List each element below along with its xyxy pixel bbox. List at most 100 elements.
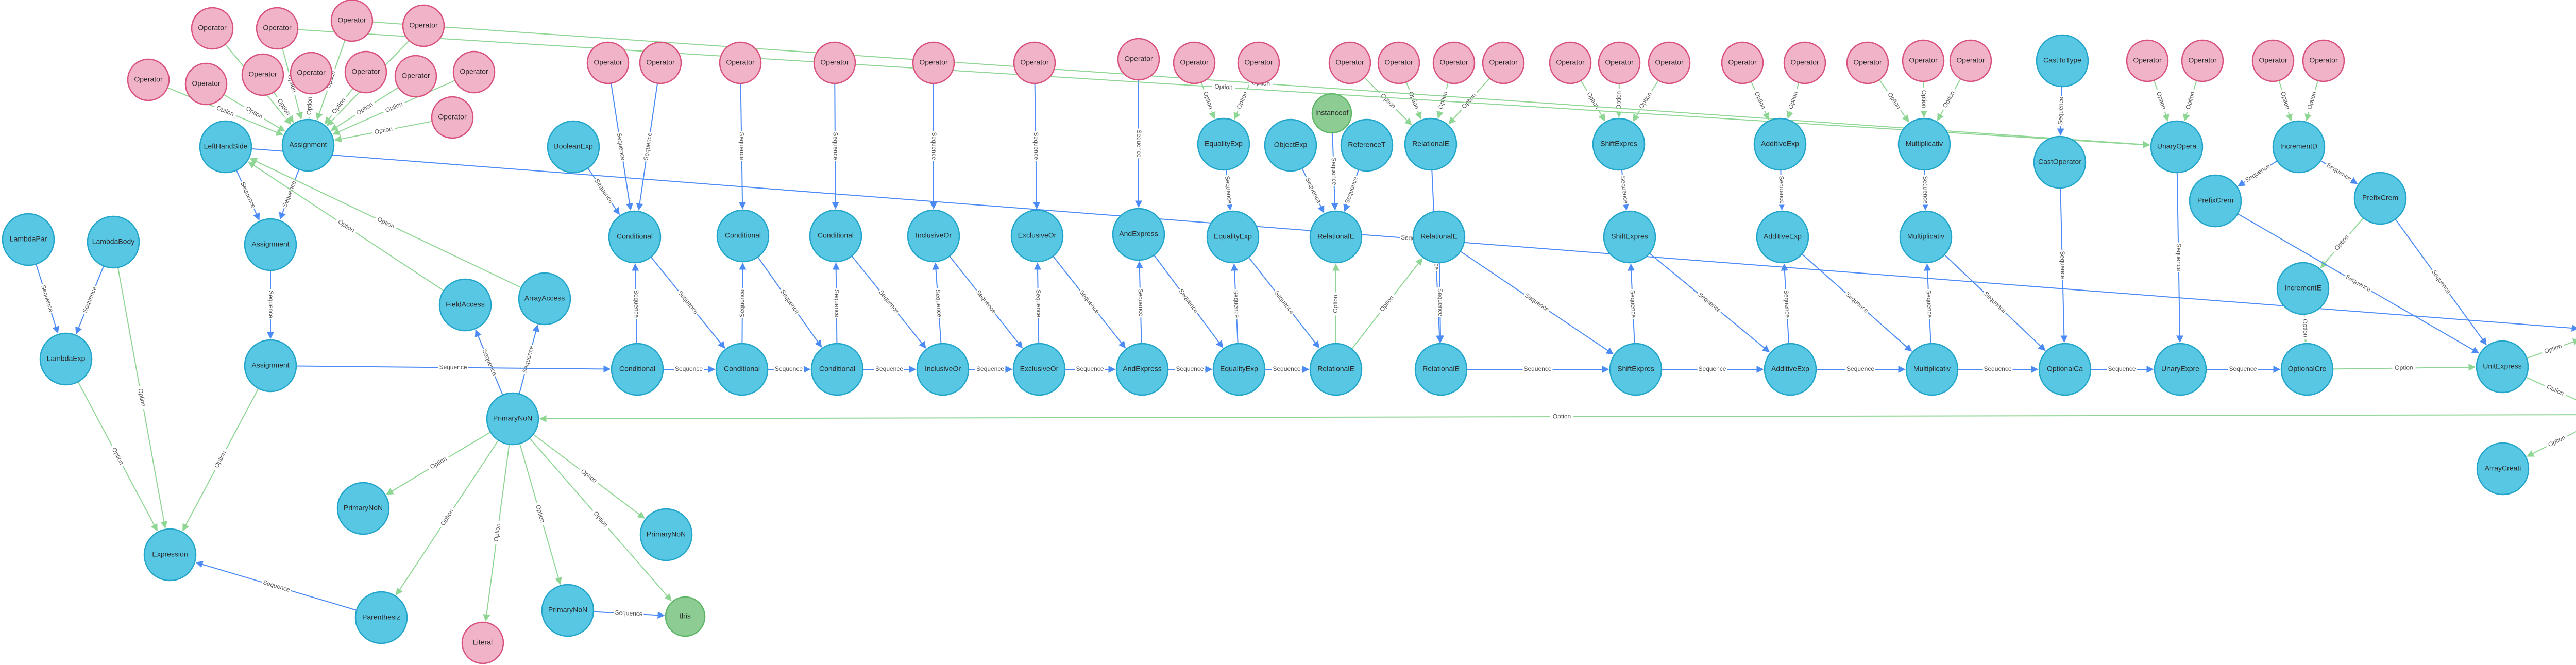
operator-node-circle[interactable] (1648, 41, 1691, 84)
node-c14[interactable]: EqualityExp (1206, 210, 1260, 264)
operator-node-circle[interactable] (191, 7, 234, 50)
node-c15[interactable]: EqualityExp (1212, 343, 1266, 396)
operator-node-circle[interactable] (639, 41, 682, 84)
ast-node-circle[interactable] (1609, 343, 1663, 396)
node-o22[interactable]: Operator (1328, 41, 1371, 84)
ast-node-circle[interactable] (1309, 210, 1363, 264)
ast-node-circle[interactable] (1010, 209, 1064, 263)
node-c34[interactable]: PrefixCrem (2189, 174, 2242, 228)
node-o12[interactable]: Operator (431, 96, 474, 139)
node-o26[interactable]: Operator (1549, 41, 1592, 84)
node-o32[interactable]: Operator (1902, 39, 1945, 82)
ast-node-circle[interactable] (1603, 210, 1656, 264)
operator-node-circle[interactable] (1721, 41, 1764, 84)
node-c38[interactable]: UnitExpress (2476, 340, 2529, 394)
node-c35[interactable]: PrefixCrem (2353, 172, 2407, 225)
ast-node-circle[interactable] (143, 528, 197, 582)
node-n20[interactable]: ObjectExp (1264, 118, 1317, 172)
operator-node-circle[interactable] (431, 96, 474, 139)
node-o27[interactable]: Operator (1598, 41, 1641, 84)
node-n11[interactable]: PrimaryNoN (486, 392, 539, 446)
operator-node-circle[interactable] (394, 55, 437, 98)
node-o31[interactable]: Operator (1846, 41, 1889, 84)
node-o10[interactable]: Operator (394, 55, 437, 98)
operator-node-circle[interactable] (912, 41, 955, 84)
node-o3[interactable]: Operator (191, 7, 234, 50)
node-c16[interactable]: RelationalE (1309, 210, 1363, 264)
node-n7[interactable]: Assignment (244, 218, 297, 271)
ast-node-circle[interactable] (547, 120, 600, 174)
node-o35[interactable]: Operator (2181, 39, 2224, 82)
node-n15[interactable]: this (665, 596, 706, 637)
operator-node-circle[interactable] (241, 53, 284, 96)
node-n23[interactable]: CastOperator (2033, 135, 2087, 189)
operator-node-circle[interactable] (452, 50, 496, 94)
ast-node-circle[interactable] (2, 213, 55, 266)
operator-node-circle[interactable] (1377, 41, 1420, 84)
ast-node-circle[interactable] (2272, 120, 2326, 174)
ast-node-circle[interactable] (518, 272, 571, 326)
ast-node-circle[interactable] (639, 508, 693, 561)
ast-node-circle[interactable] (1112, 208, 1165, 261)
ast-node-circle[interactable] (1309, 343, 1363, 396)
operator-node-circle[interactable] (2302, 39, 2345, 82)
node-c33[interactable]: IncrementD (2272, 120, 2326, 174)
node-n4[interactable]: Expression (143, 528, 197, 582)
ast-node-circle[interactable] (281, 118, 335, 172)
operator-node-circle[interactable] (461, 621, 504, 664)
node-o6[interactable]: Operator (402, 4, 445, 47)
ast-node-circle[interactable] (244, 218, 297, 271)
node-n6[interactable]: Assignment (281, 118, 335, 172)
ast-node-circle[interactable] (611, 343, 664, 396)
ast-node-circle[interactable] (336, 482, 390, 535)
ast-node-circle[interactable] (2033, 135, 2087, 189)
node-c41[interactable]: ArrayCreati (2476, 442, 2530, 496)
node-c19[interactable]: RelationalE (1412, 210, 1466, 264)
node-o21[interactable]: Operator (1237, 41, 1280, 84)
node-o14[interactable]: Operator (639, 41, 682, 84)
ast-node-circle[interactable] (2476, 340, 2529, 394)
node-n1[interactable]: LambdaPar (2, 213, 55, 266)
ast-node-circle[interactable] (1340, 118, 1394, 172)
node-c11[interactable]: AndExpress (1112, 208, 1165, 261)
operator-node-circle[interactable] (2126, 39, 2169, 82)
ast-node-circle[interactable] (2189, 174, 2242, 228)
ast-node-circle[interactable] (1264, 118, 1317, 172)
ast-node-circle[interactable] (1756, 210, 1809, 264)
ast-node-circle[interactable] (244, 339, 297, 393)
node-c29[interactable]: Multiplicativ (1905, 343, 1959, 396)
node-c4[interactable]: Conditional (715, 343, 769, 396)
node-c12[interactable]: AndExpress (1115, 343, 1169, 396)
ast-node-circle[interactable] (1592, 117, 1646, 171)
node-o37[interactable]: Operator (2302, 39, 2345, 82)
operator-node-circle[interactable] (1173, 41, 1216, 84)
ast-node-circle[interactable] (87, 215, 140, 269)
operator-node-circle[interactable] (127, 58, 170, 101)
operator-node-circle[interactable] (1902, 39, 1945, 82)
operator-node-circle[interactable] (1598, 41, 1641, 84)
node-c18[interactable]: RelationalE (1404, 117, 1458, 171)
operator-node-circle[interactable] (1237, 41, 1280, 84)
node-c22[interactable]: ShiftExpres (1603, 210, 1656, 264)
node-o9[interactable]: Operator (344, 50, 387, 94)
node-c23[interactable]: ShiftExpres (1609, 343, 1663, 396)
operator-node-circle[interactable] (1783, 41, 1826, 84)
operator-node-circle[interactable] (290, 52, 333, 95)
node-c31[interactable]: UnaryOpera (2150, 120, 2204, 174)
ast-node-circle[interactable] (2276, 262, 2330, 315)
ast-node-circle[interactable] (2154, 343, 2207, 396)
node-c17[interactable]: RelationalE (1309, 343, 1363, 396)
ast-node-circle[interactable] (810, 343, 864, 396)
operator-node-circle[interactable] (330, 0, 374, 42)
ast-node-circle[interactable] (1212, 343, 1266, 396)
operator-node-circle[interactable] (1846, 41, 1889, 84)
node-o19[interactable]: Operator (1117, 38, 1160, 81)
node-c3[interactable]: Conditional (716, 209, 770, 263)
operator-node-circle[interactable] (719, 41, 762, 84)
operator-node-circle[interactable] (1432, 41, 1476, 84)
node-c20[interactable]: RelationalE (1414, 343, 1468, 396)
node-c13[interactable]: EqualityExp (1197, 117, 1250, 171)
node-o1[interactable]: Operator (127, 58, 170, 101)
node-c10[interactable]: ExclusiveOr (1012, 343, 1066, 396)
